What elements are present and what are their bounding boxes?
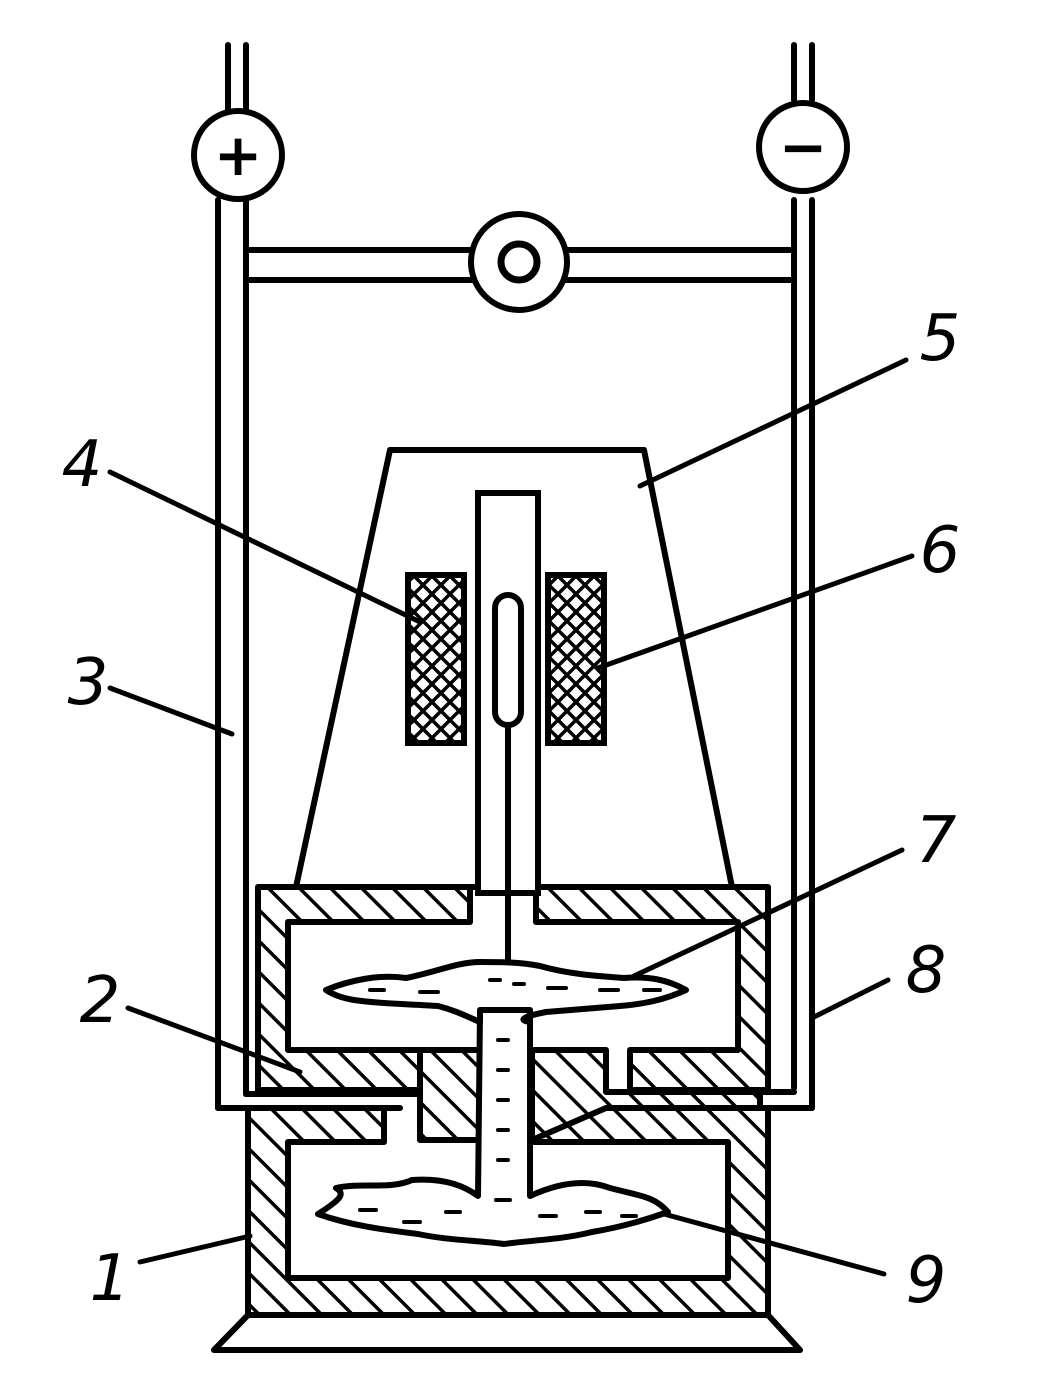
label-7: 7 xyxy=(916,804,957,878)
leader-line-3 xyxy=(107,685,235,737)
negative-lead-wire xyxy=(791,42,815,103)
label-9: 9 xyxy=(906,1244,947,1318)
liquid-pool-lower xyxy=(315,1007,671,1247)
leader-line-8 xyxy=(809,977,891,1021)
label-4: 4 xyxy=(62,428,103,502)
indicator-lamp xyxy=(468,211,570,313)
leader-line-4 xyxy=(107,469,423,625)
plus-symbol: + xyxy=(214,121,263,189)
coil-left xyxy=(405,572,467,746)
label-8: 8 xyxy=(906,934,947,1008)
label-6: 6 xyxy=(920,514,961,588)
frame-conductor-left xyxy=(215,197,249,1111)
leader-line-7 xyxy=(631,847,905,979)
plunger-rod xyxy=(475,490,541,965)
positive-terminal: + xyxy=(191,108,285,202)
leader-line-9 xyxy=(661,1211,887,1277)
liquid-pool-upper xyxy=(323,959,689,1025)
leader-line-6 xyxy=(595,553,915,671)
liquid-dashes xyxy=(358,978,662,1224)
lower-vessel-wall xyxy=(245,1105,771,1318)
leader-line-1 xyxy=(137,1233,253,1265)
label-1: 1 xyxy=(90,1242,131,1316)
negative-terminal: − xyxy=(756,100,850,194)
frame-conductor-right xyxy=(791,197,815,1111)
label-2: 2 xyxy=(80,964,121,1038)
top-crossbar xyxy=(243,247,797,283)
vessel-base xyxy=(211,1312,803,1353)
minus-symbol: − xyxy=(779,113,828,181)
leader-line-2 xyxy=(125,1005,303,1075)
coil-right xyxy=(545,572,607,746)
positive-lead-wire xyxy=(225,42,249,113)
leader-line-5 xyxy=(637,357,909,489)
label-3: 3 xyxy=(68,646,109,720)
label-5: 5 xyxy=(920,302,961,376)
